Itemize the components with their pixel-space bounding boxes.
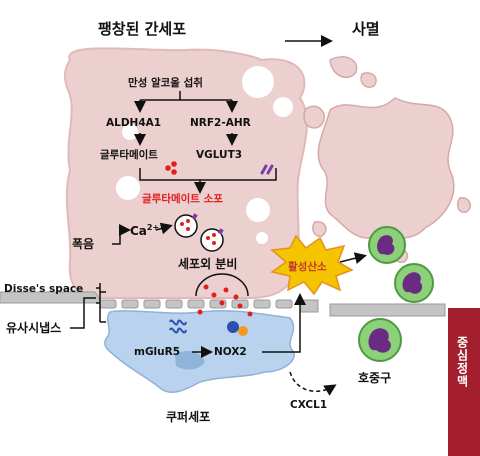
chronic-alcohol-label: 만성 알코올 섭취 — [128, 77, 203, 89]
exocytosis-label: 세포외 분비 — [178, 257, 238, 271]
vesicle-contents — [180, 219, 216, 245]
neutrophil-label: 호중구 — [358, 371, 392, 385]
vglut3-marks — [260, 164, 274, 175]
cxcl1-arrow — [289, 371, 337, 396]
binge-label: 폭음 — [72, 237, 95, 251]
glutamate-vesicle-label: 글루타메이트 소포 — [142, 193, 223, 205]
disse-space-label: Disse's space — [4, 283, 84, 295]
central-vein-label: 중심정맥 — [455, 336, 469, 388]
central-vein — [448, 308, 480, 456]
mglur5-receptor — [169, 319, 187, 334]
neutrophil-cells — [358, 226, 434, 362]
vglut3-label: VGLUT3 — [196, 149, 243, 161]
calcium-label: Ca2+ — [130, 223, 160, 238]
pseudosynapse-label: 유사시냅스 — [6, 321, 62, 335]
mglur5-label: mGluR5 — [134, 346, 181, 358]
swollen-hepatocyte-label: 팽창된 간세포 — [98, 20, 187, 38]
released-glutamate — [197, 284, 253, 317]
ros-burst — [270, 234, 354, 296]
lipid-vacuoles — [116, 66, 293, 244]
nox2-enzyme — [227, 321, 248, 336]
vesicle-transporters — [191, 213, 224, 235]
glutamate-label: 글루타메이트 — [100, 149, 158, 161]
death-label: 사멸 — [352, 20, 380, 38]
cxcl1-label: CXCL1 — [290, 399, 328, 411]
pathway-arrows — [70, 35, 367, 358]
exocytosis-vesicle — [195, 273, 249, 297]
glutamate-dots — [165, 161, 177, 175]
kupffer-cell-label: 쿠퍼세포 — [166, 410, 211, 424]
nox2-label: NOX2 — [214, 346, 247, 358]
glutamate-vesicles — [174, 214, 224, 252]
ros-label: 활성산소 — [288, 261, 327, 273]
aldh4a1-label: ALDH4A1 — [106, 117, 162, 129]
kupffer-nucleus — [175, 350, 205, 370]
nrf2-ahr-label: NRF2-AHR — [190, 117, 251, 129]
